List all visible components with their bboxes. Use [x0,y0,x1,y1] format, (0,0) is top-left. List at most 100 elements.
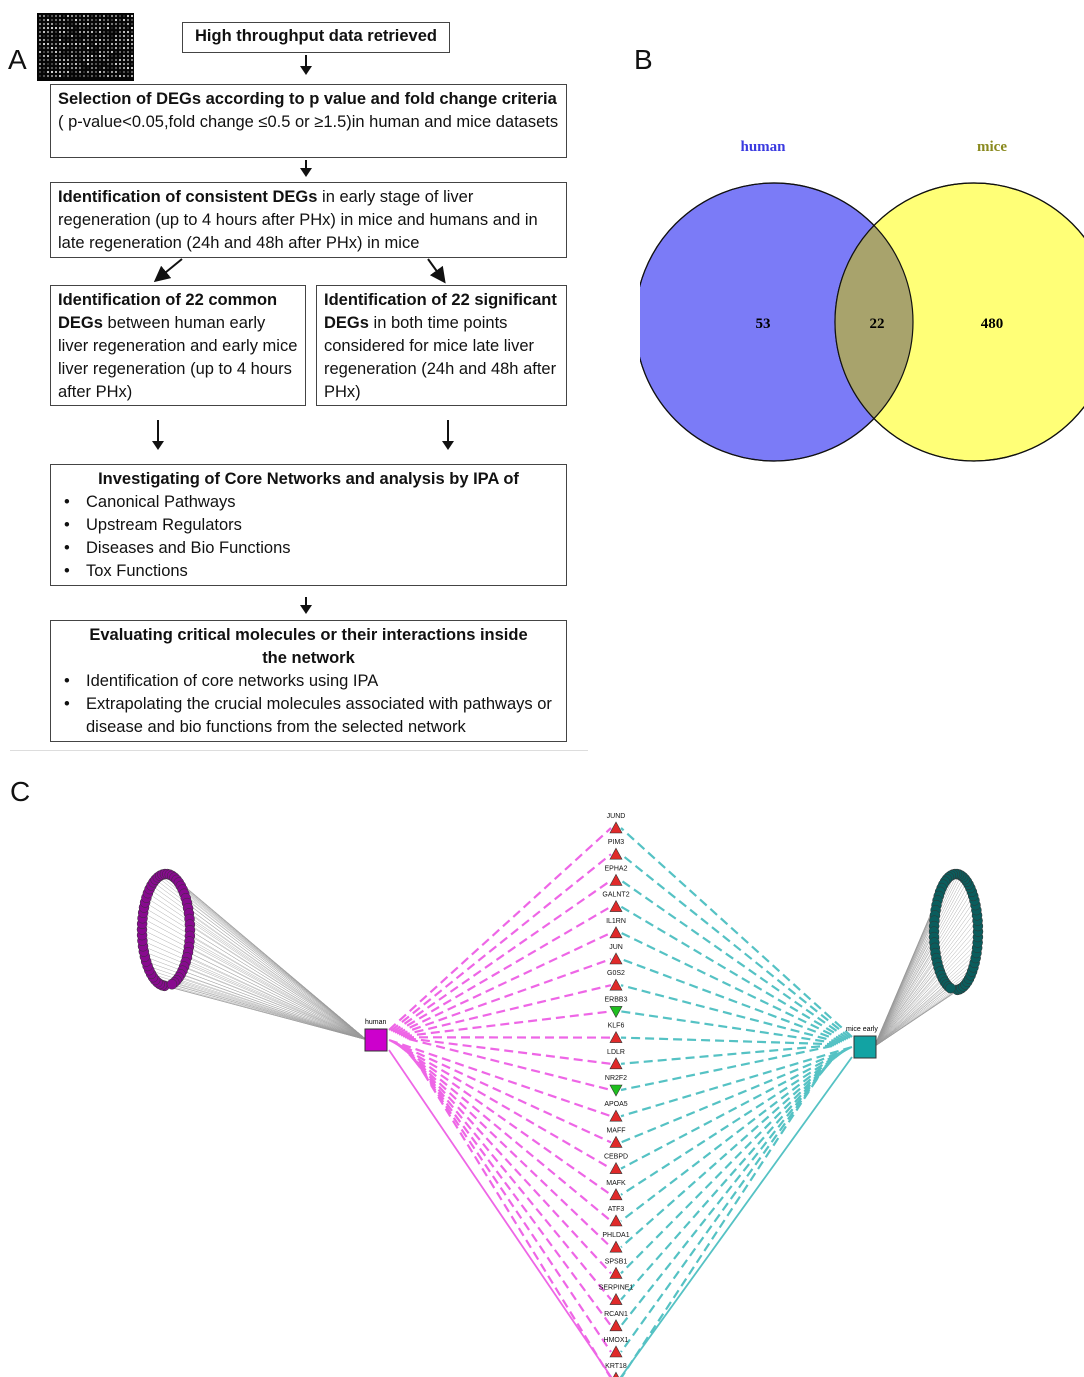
flow-box-consistent-text: in early stage of liver regeneration (up… [58,188,538,252]
gene-node-down [609,1006,623,1019]
flow-arrow-left-down [152,420,164,450]
venn-count-mice-only: 480 [981,316,1004,332]
gene-node-up [609,847,623,860]
list-item: Identification of core networks using IP… [58,670,559,693]
panel-label-b: B [634,44,653,75]
gene-label: PIM3 [608,839,624,846]
gene-label: SPSB1 [605,1258,628,1265]
gene-label: CEBPD [604,1154,628,1161]
gene-label: GALNT2 [602,892,629,899]
gene-label: HMOX1 [604,1337,629,1344]
venn-count-human-only: 53 [756,316,771,332]
venn-diagram: human mice 53 22 480 [640,139,1084,462]
gene-node-up [609,952,623,965]
gene-node-up [609,821,623,834]
flow-box-evaluating: Evaluating critical molecules or their i… [50,620,567,742]
flow-box-common-degs-text: between human early liver regeneration a… [58,314,298,401]
gene-node-up [609,1135,623,1148]
panel-label-a: A [8,44,27,75]
venn-label-human: human [740,139,786,155]
flow-box-core-networks: Investigating of Core Networks and analy… [50,464,567,586]
list-item: Extrapolating the crucial molecules asso… [58,693,559,739]
flow-arrow-left-branch [153,258,183,283]
gene-label: NR2F2 [605,1075,627,1082]
list-item: Upstream Regulators [58,514,559,537]
gene-label: KRT18 [605,1363,627,1370]
gene-node-up [609,899,623,912]
network-clusters [136,868,984,996]
flow-box-significant-degs-title: Identification of 22 significant DEGs [324,291,557,332]
flow-box-core-networks-list: Canonical Pathways Upstream Regulators D… [58,491,559,583]
flow-arrow-right-down [442,420,454,450]
panel-label-c: C [10,776,31,807]
flow-box-data-retrieved-text: High throughput data retrieved [194,27,437,45]
gene-label: ATF3 [608,1206,625,1213]
flow-box-selection-title: Selection of DEGs according to p value a… [58,90,557,108]
gene-node-up [609,1292,623,1305]
gene-node-up [609,1319,623,1332]
venn-label-mice: mice [977,139,1007,155]
gene-label: G0S2 [607,970,625,977]
flow-box-selection: Selection of DEGs according to p value a… [50,84,567,158]
flow-box-evaluating-title: Evaluating critical molecules or their i… [89,626,528,667]
flow-box-common-degs-title: Identification of 22 common DEGs [58,291,278,332]
gene-label: MAFF [606,1127,625,1134]
gene-node-up [609,1161,623,1174]
flow-box-common-degs: Identification of 22 common DEGs between… [50,285,306,406]
gene-node-up [609,978,623,991]
gene-label: JUND [607,813,626,820]
hub-mice-early-node [853,1035,877,1059]
flow-box-significant-degs: Identification of 22 significant DEGs in… [316,285,567,406]
gene-label: IL1RN [606,918,626,925]
network-edges [141,827,979,1377]
gene-node-up [609,1214,623,1227]
cluster-node [166,978,178,990]
gene-node-up [609,1345,623,1358]
flow-arrow-right-branch [427,258,446,284]
gene-label: APOA5 [604,1101,627,1108]
hub-mice-early-label: mice early [846,1026,878,1033]
gene-node-up [609,1266,623,1279]
network-hubs: human mice early [364,1019,878,1059]
gene-node-up [609,926,623,939]
gene-label: SERPINE1 [599,1285,634,1292]
flow-arrow-3 [300,597,312,614]
gene-node-up [609,873,623,886]
gene-label: KLF6 [608,1023,625,1030]
hub-human-label: human [365,1019,387,1026]
flow-box-selection-text: ( p-value<0.05,fold change ≤0.5 or ≥1.5)… [58,113,559,131]
flow-arrow-1 [300,55,312,75]
gene-node-up [609,1188,623,1201]
cluster-node [945,982,956,994]
hub-human-node [364,1028,388,1052]
list-item: Tox Functions [58,560,559,583]
microarray-image [37,13,134,81]
flow-box-data-retrieved: High throughput data retrieved [182,22,450,53]
gene-label: PHLDA1 [602,1232,629,1239]
flow-arrow-2 [300,160,312,177]
panel-separator [10,750,588,751]
gene-node-down [609,1084,623,1097]
gene-label: ERBB3 [605,996,628,1003]
flow-branch-arrows [153,258,446,284]
flow-box-consistent: Identification of consistent DEGs in ear… [50,182,567,258]
flow-box-consistent-title: Identification of consistent DEGs [58,188,318,206]
list-item: Diseases and Bio Functions [58,537,559,560]
gene-node-up [609,1057,623,1070]
gene-label: EPHA2 [605,865,628,872]
gene-label: JUN [609,944,623,951]
gene-node-up [609,1240,623,1253]
gene-label: RCAN1 [604,1311,628,1318]
flow-box-core-networks-title: Investigating of Core Networks and analy… [98,470,519,488]
gene-node-up [609,1109,623,1122]
list-item: Canonical Pathways [58,491,559,514]
gene-node-up [609,1030,623,1043]
flow-box-evaluating-list: Identification of core networks using IP… [58,670,559,739]
gene-node-up [613,1371,619,1377]
gene-label: MAFK [606,1180,626,1187]
gene-label: LDLR [607,1049,625,1056]
flow-box-significant-degs-text: in both time points considered for mice … [324,314,557,401]
venn-count-overlap: 22 [870,316,885,332]
